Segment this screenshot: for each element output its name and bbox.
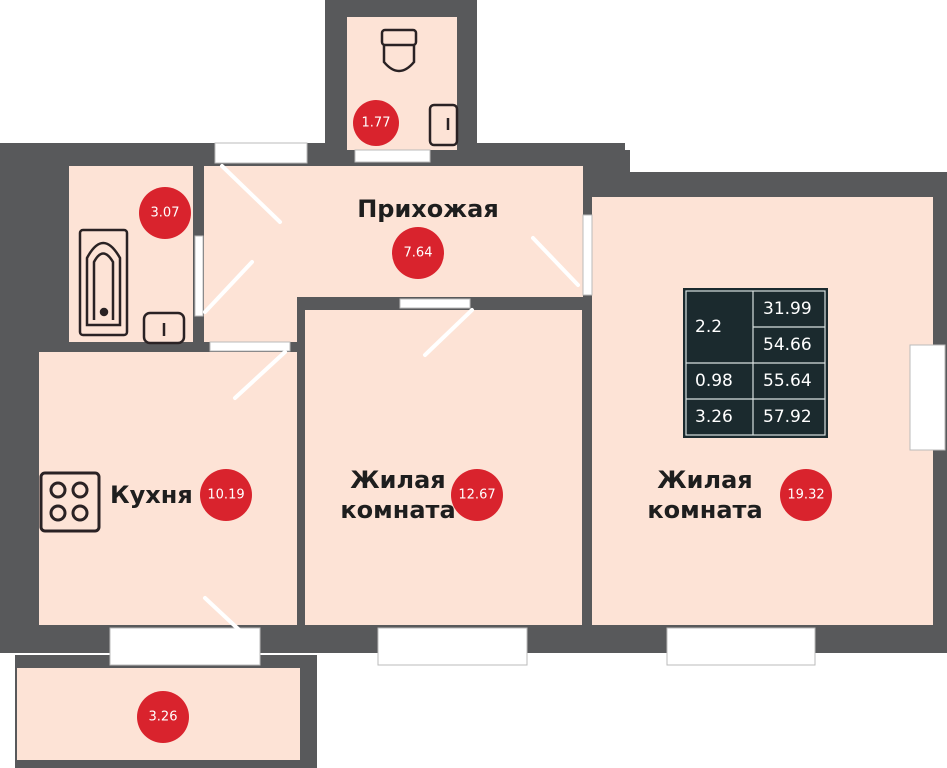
table-cell: 57.92: [763, 407, 812, 427]
kitchen-floor: [39, 352, 297, 625]
table-cell: 31.99: [763, 299, 812, 319]
table-cell: 2.2: [695, 317, 722, 337]
window: [214, 142, 308, 164]
hallway-label: Прихожая: [357, 195, 499, 223]
window: [909, 344, 946, 451]
living1-floor: [305, 310, 582, 625]
kitchen-label: Кухня: [110, 481, 193, 509]
svg-text:3.26: 3.26: [149, 710, 178, 725]
table-cell: 54.66: [763, 335, 812, 355]
sink-icon: [142, 311, 186, 345]
svg-text:7.64: 7.64: [404, 246, 433, 261]
sink-icon: [428, 103, 459, 147]
living2-label-line1: Жилая: [657, 466, 752, 494]
svg-text:19.32: 19.32: [787, 488, 824, 503]
area-badge-living2: 19.32: [780, 469, 832, 521]
area-badge-hallway: 7.64: [392, 227, 444, 279]
svg-text:12.67: 12.67: [458, 488, 495, 503]
area-badge-balcony: 3.26: [137, 691, 189, 743]
window: [377, 627, 528, 666]
table-cell: 55.64: [763, 371, 812, 391]
doorway: [399, 298, 471, 309]
table-cell: 3.26: [695, 407, 733, 427]
svg-text:1.77: 1.77: [362, 116, 391, 131]
svg-text:3.07: 3.07: [151, 206, 180, 221]
window: [354, 149, 431, 163]
area-badge-kitchen: 10.19: [200, 469, 252, 521]
doorway: [209, 341, 291, 352]
svg-text:10.19: 10.19: [207, 488, 244, 503]
window: [666, 627, 816, 666]
toilet-icon: [380, 28, 418, 73]
stove-icon: [39, 471, 101, 533]
area-badge-living1: 12.67: [451, 469, 503, 521]
living1-label-line2: комната: [340, 496, 455, 524]
doorway: [582, 214, 593, 296]
windows: [109, 142, 946, 666]
doors: [203, 164, 580, 642]
doorway: [194, 235, 204, 317]
area-badge-toilet: 1.77: [353, 100, 399, 146]
living2-label-line2: комната: [647, 496, 762, 524]
area-badge-bathroom: 3.07: [139, 187, 191, 239]
living1-label-line1: Жилая: [350, 466, 445, 494]
window: [109, 627, 261, 666]
table-cell: 0.98: [695, 371, 733, 391]
bathtub-icon: [78, 228, 129, 337]
summary-table: 2.2 31.99 54.66 0.98 55.64 3.26 57.92: [683, 288, 828, 438]
